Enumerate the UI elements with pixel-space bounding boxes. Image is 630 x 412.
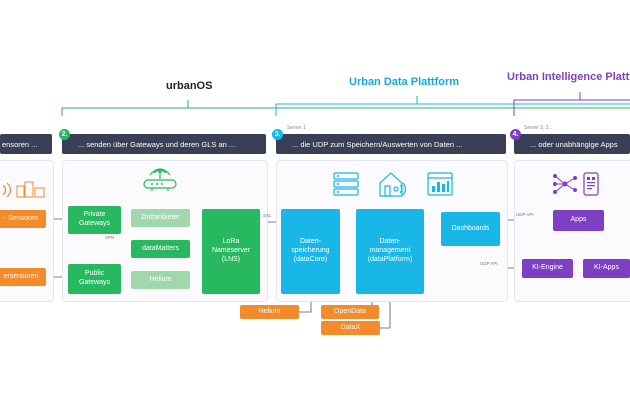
box-helium-source: Helium [240, 305, 299, 319]
urbanos-bracket [61, 107, 630, 116]
box-ersensoren: ersensoren [0, 268, 46, 286]
box-datamatters: dataMatters [131, 240, 190, 258]
header-step-4: ... oder unabhängige Apps [514, 134, 630, 154]
vpn-label: VPN [105, 235, 115, 240]
header-step-1: ensoren ... [0, 134, 52, 154]
header-step-3: ... die UDP zum Speichern/Auswerten von … [276, 134, 506, 154]
ssl-label: SSL [263, 213, 272, 218]
box-helium-gateway: Helium [131, 271, 190, 289]
box-lora-nameserver: LoRa Nameserver (LNS) [202, 209, 260, 294]
smart-home-icon [379, 172, 407, 197]
step-badge-3: 3. [272, 129, 283, 140]
box-dashboards: Dashboards [441, 212, 500, 246]
server-1-label: Server 1 [287, 125, 306, 131]
header-step-2-text: ... senden über Gateways und deren GLS a… [78, 139, 236, 149]
header-step-2: ... senden über Gateways und deren GLS a… [62, 134, 266, 154]
dashboard-chart-icon [427, 172, 453, 196]
box-public-gateways: Public Gateways [68, 264, 121, 294]
city-buildings-icon [16, 181, 45, 198]
header-step-4-text: ... oder unabhängige Apps [530, 139, 618, 149]
udp-api-label-1: UDP API [516, 212, 534, 217]
gateway-router-icon [143, 168, 177, 191]
mobile-app-icon [583, 172, 599, 196]
arrow-datax-platform [380, 293, 392, 329]
box-ki-engine: KI-Engine [522, 259, 573, 278]
server-stack-icon [333, 172, 359, 196]
box-datax: DataX [321, 321, 380, 335]
box-datenspeicherung: Daten- speicherung (dataCore) [281, 209, 340, 294]
header-step-1-text: ensoren ... [2, 139, 38, 149]
ai-network-icon [553, 174, 577, 194]
urbanos-title: urbanOS [166, 80, 213, 92]
step-badge-4: 4. [510, 129, 521, 140]
header-step-3-text: ... die UDP zum Speichern/Auswerten von … [292, 139, 463, 149]
box-private-gateways: Private Gateways [68, 206, 121, 234]
server-23-label: Server 2, 3... [524, 125, 553, 131]
sensor-wave-icon [2, 182, 12, 198]
box-sensoren: - Sensoren [0, 210, 46, 228]
box-drittanbieter: Drittanbieter [131, 209, 190, 227]
box-opendata: OpenData [321, 305, 379, 319]
udp-bracket [275, 103, 630, 116]
udp-title: Urban Data Plattform [349, 76, 460, 88]
uip-bracket [513, 99, 630, 116]
panel-apps [514, 160, 630, 302]
box-ki-apps: KI-Apps [583, 259, 630, 278]
step-badge-2: 2. [59, 129, 70, 140]
box-datenmanagement: Daten- management (dataPlatform) [356, 209, 424, 294]
box-apps: Apps [553, 210, 604, 231]
uip-title: Urban Intelligence Plattf [507, 71, 630, 83]
udp-api-label-2: UDP API [480, 261, 498, 266]
